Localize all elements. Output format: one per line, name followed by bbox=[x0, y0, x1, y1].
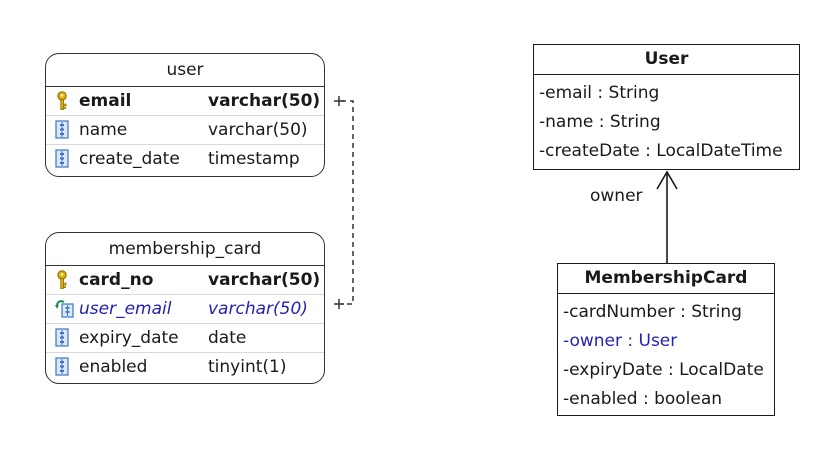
class-attribute: -cardNumber : String bbox=[563, 302, 742, 322]
column-type: timestamp bbox=[208, 149, 300, 169]
table-row[interactable]: user_email varchar(50) bbox=[46, 295, 324, 324]
column-icon bbox=[55, 145, 75, 173]
table-row[interactable]: name varchar(50) bbox=[46, 116, 324, 145]
er-relationship-line bbox=[334, 96, 354, 309]
class-attribute: -email : String bbox=[539, 83, 660, 103]
class-attribute: -owner : User bbox=[563, 331, 678, 351]
column-icon bbox=[55, 116, 75, 144]
class-attribute: -enabled : boolean bbox=[563, 389, 723, 409]
column-type: varchar(50) bbox=[208, 270, 321, 290]
column-name: name bbox=[79, 120, 128, 140]
table-row[interactable]: card_no varchar(50) bbox=[46, 266, 324, 295]
association-label: owner bbox=[590, 186, 643, 206]
column-type: date bbox=[208, 328, 247, 348]
table-title: user bbox=[46, 54, 324, 87]
class-title: User bbox=[534, 45, 799, 75]
table-row[interactable]: enabled tinyint(1) bbox=[46, 353, 324, 381]
column-name: expiry_date bbox=[79, 328, 179, 348]
key-icon bbox=[55, 266, 75, 294]
class-attribute: -expiryDate : LocalDate bbox=[563, 360, 764, 380]
column-name: enabled bbox=[79, 357, 148, 377]
column-type: varchar(50) bbox=[208, 91, 321, 111]
table-title: membership_card bbox=[46, 233, 324, 266]
column-type: varchar(50) bbox=[208, 299, 308, 319]
class-attribute: -createDate : LocalDateTime bbox=[539, 141, 783, 161]
class-attribute: -name : String bbox=[539, 112, 661, 132]
column-name: user_email bbox=[79, 299, 172, 319]
foreign-key-icon bbox=[55, 295, 75, 323]
class-attributes: -cardNumber : String -owner : User -expi… bbox=[558, 294, 774, 414]
table-row[interactable]: email varchar(50) bbox=[46, 87, 324, 116]
column-name: card_no bbox=[79, 270, 154, 290]
column-type: varchar(50) bbox=[208, 120, 308, 140]
column-icon bbox=[55, 324, 75, 352]
uml-class-user[interactable]: User -email : String -name : String -cre… bbox=[533, 44, 800, 170]
column-type: tinyint(1) bbox=[208, 357, 287, 377]
class-attributes: -email : String -name : String -createDa… bbox=[534, 75, 799, 166]
uml-class-membership-card[interactable]: MembershipCard -cardNumber : String -own… bbox=[557, 263, 775, 416]
column-icon bbox=[55, 353, 75, 381]
er-table-user[interactable]: user email varchar(50) name varchar(5 bbox=[45, 53, 325, 177]
table-row[interactable]: create_date timestamp bbox=[46, 145, 324, 173]
class-title: MembershipCard bbox=[558, 264, 774, 294]
er-table-membership-card[interactable]: membership_card card_no varchar(50) bbox=[45, 232, 325, 384]
column-name: email bbox=[79, 91, 132, 111]
column-name: create_date bbox=[79, 149, 180, 169]
uml-association-arrow bbox=[656, 170, 678, 263]
table-row[interactable]: expiry_date date bbox=[46, 324, 324, 353]
key-icon bbox=[55, 87, 75, 115]
